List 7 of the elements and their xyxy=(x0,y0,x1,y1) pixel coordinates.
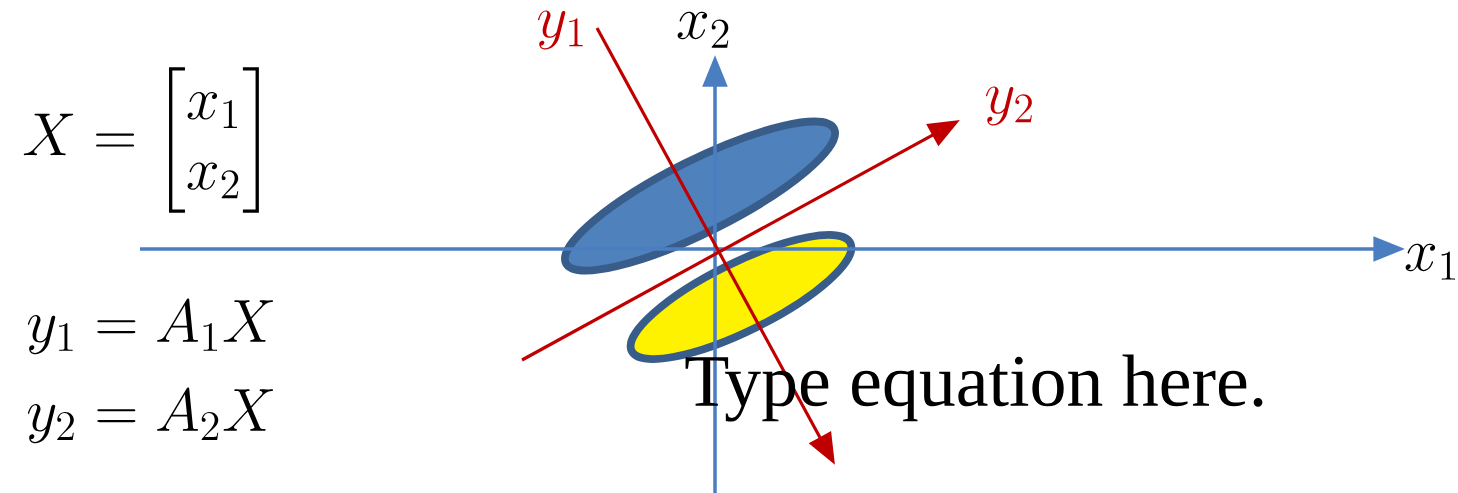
axis-label: $y_2$ xyxy=(985,86,1032,126)
equation: $X = \begin{bmatrix} x_1 \\ x_2 \end{bmatrix}$ xyxy=(23,67,259,213)
axis-label: $x_1$ xyxy=(1405,243,1455,280)
axis-label: $x_2$ xyxy=(677,11,729,48)
equation: $y_1 = A_1X$ xyxy=(27,298,273,355)
equation: $y_2 = A_2X$ xyxy=(27,387,273,444)
axis-label: $y_1$ xyxy=(537,10,583,50)
